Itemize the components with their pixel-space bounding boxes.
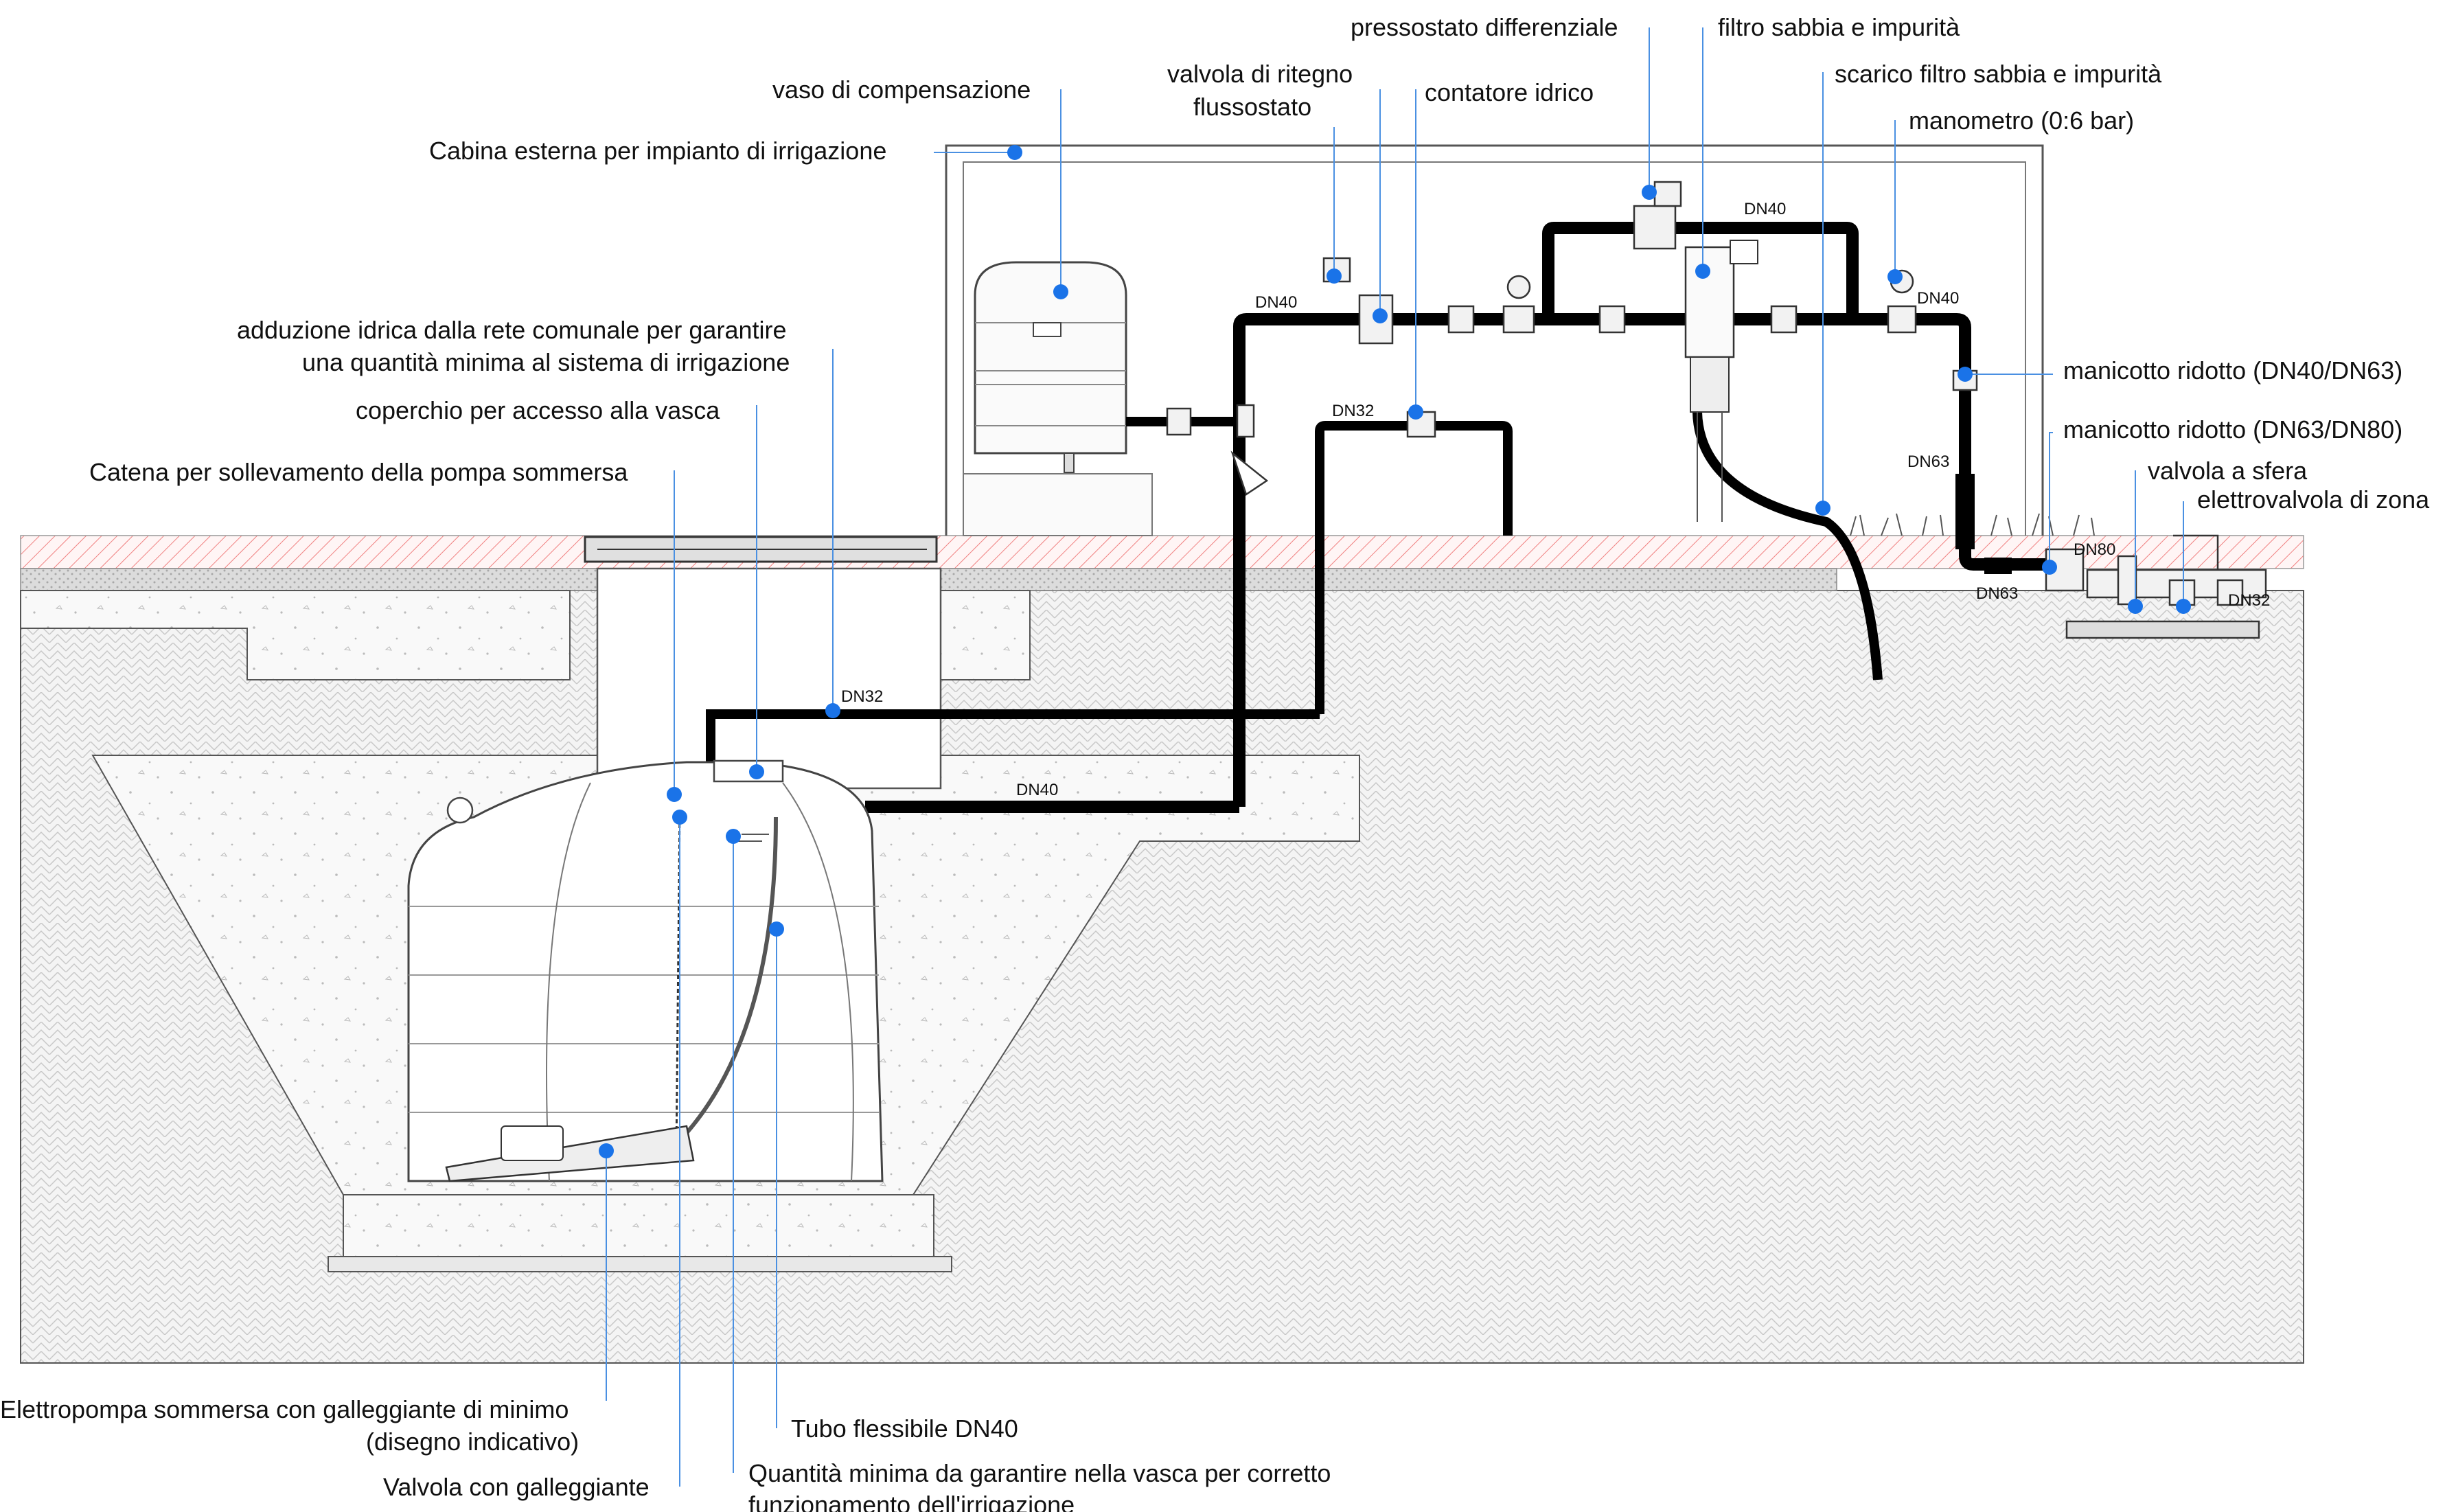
marker-vaso — [1053, 284, 1068, 299]
marker-pressostato — [1642, 185, 1657, 200]
marker-adduzione — [825, 703, 840, 718]
label-contatore: contatore idrico — [1425, 78, 1594, 106]
label-filtro: filtro sabbia e impurità — [1718, 13, 1960, 41]
label-flussostato: flussostato — [1193, 93, 1311, 121]
external-cabin — [945, 144, 2044, 536]
label-elettrovalvola: elettrovalvola di zona — [2197, 485, 2430, 514]
label-coperchio: coperchio per accesso alla vasca — [356, 396, 720, 424]
tank-pedestal — [963, 473, 1153, 536]
label-elettropompa-1: Elettropompa sommersa con galleggiante d… — [0, 1395, 569, 1423]
storage-tank — [407, 759, 884, 1182]
marker-valvola-ritegno — [1327, 268, 1342, 284]
label-manicotto-2: manicotto ridotto (DN63/DN80) — [2063, 415, 2402, 444]
label-manometro: manometro (0:6 bar) — [1909, 106, 2134, 135]
pipe-label-dn32-zone: DN32 — [2228, 591, 2270, 610]
expansion-vessel — [974, 261, 1127, 473]
marker-valvola-sfera — [2128, 599, 2143, 614]
cabin-inner-wall — [963, 161, 2026, 536]
zone-valve-assembly — [2045, 534, 2267, 639]
label-vaso: vaso di compensazione — [772, 76, 1031, 104]
label-quantita-1: Quantità minima da garantire nella vasca… — [748, 1459, 1331, 1487]
pipe-label-dn40-lower: DN40 — [1016, 781, 1058, 799]
marker-manicotto-1 — [1958, 367, 1973, 382]
marker-filtro — [1695, 264, 1710, 279]
marker-elettrovalvola — [2176, 599, 2191, 614]
submersible-pump — [445, 1125, 695, 1182]
sand-filter — [1684, 240, 1758, 522]
label-cabina: Cabina esterna per impianto di irrigazio… — [429, 137, 886, 165]
cabin-outer-wall — [945, 144, 2044, 536]
concrete-step-right — [940, 590, 1031, 680]
label-valvola-sfera: valvola a sfera — [2148, 457, 2308, 485]
marker-valvola-galleggiante — [672, 810, 687, 825]
marker-cabina — [1007, 145, 1022, 160]
markers — [599, 145, 2191, 1158]
ground — [20, 535, 2304, 1364]
pipe-label-dn40-right: DN40 — [1917, 289, 1959, 308]
ball-valve-icon — [1166, 407, 1192, 436]
marker-manicotto-2 — [2042, 560, 2057, 575]
marker-quantita — [726, 829, 741, 844]
concrete-step-left — [20, 590, 571, 680]
marker-contatore — [1408, 404, 1423, 420]
label-elettropompa-2: (disegno indicativo) — [366, 1428, 579, 1456]
access-shaft — [596, 567, 942, 790]
label-adduzione-1: adduzione idrica dalla rete comunale per… — [237, 316, 787, 344]
label-catena: Catena per sollevamento della pompa somm… — [89, 458, 628, 486]
fittings — [1166, 181, 1978, 496]
callout-labels: pressostato differenziale filtro sabbia … — [0, 13, 2430, 1512]
marker-elettropompa — [599, 1143, 614, 1158]
pressure-gauge-icon — [1506, 275, 1531, 299]
marker-scarico-filtro — [1815, 501, 1830, 516]
marker-coperchio — [749, 764, 764, 779]
label-scarico-filtro: scarico filtro sabbia e impurità — [1835, 60, 2162, 88]
grass — [1850, 513, 2095, 536]
marker-tubo-flessibile — [769, 921, 784, 937]
concrete-base-slab — [343, 1194, 934, 1261]
label-tubo-flessibile: Tubo flessibile DN40 — [791, 1414, 1018, 1443]
pipe-label-dn63-bottom: DN63 — [1976, 584, 2018, 603]
pipe-label-dn63-vertical: DN63 — [1907, 453, 1949, 471]
label-adduzione-2: una quantità minima al sistema di irriga… — [302, 348, 790, 376]
pipe-label-dn32-lower: DN32 — [841, 687, 883, 706]
marker-catena — [667, 787, 682, 802]
pipe-size-labels: DN40 DN40 DN40 DN32 DN32 DN40 DN63 DN63 … — [841, 200, 2270, 799]
pipe-label-dn40-left: DN40 — [1255, 293, 1297, 312]
label-valvola-ritegno: valvola di ritegno — [1167, 60, 1353, 88]
label-manicotto-1: manicotto ridotto (DN40/DN63) — [2063, 356, 2402, 385]
pipe-label-dn40-top: DN40 — [1744, 200, 1786, 218]
leader-manicotto-2 — [2049, 432, 2053, 567]
marker-manometro — [1887, 269, 1903, 284]
pipe-label-dn80: DN80 — [2074, 540, 2115, 559]
label-valvola-galleggiante: Valvola con galleggiante — [383, 1473, 650, 1501]
marker-flussostato — [1373, 308, 1388, 323]
base-footing — [328, 1256, 952, 1272]
label-pressostato: pressostato differenziale — [1351, 13, 1618, 41]
label-quantita-2: funzionamento dell'irrigazione — [748, 1491, 1075, 1512]
leader-lines — [606, 27, 2184, 1487]
pipe-label-dn32-upper: DN32 — [1332, 402, 1374, 420]
grass-surface-strip — [20, 535, 2304, 569]
